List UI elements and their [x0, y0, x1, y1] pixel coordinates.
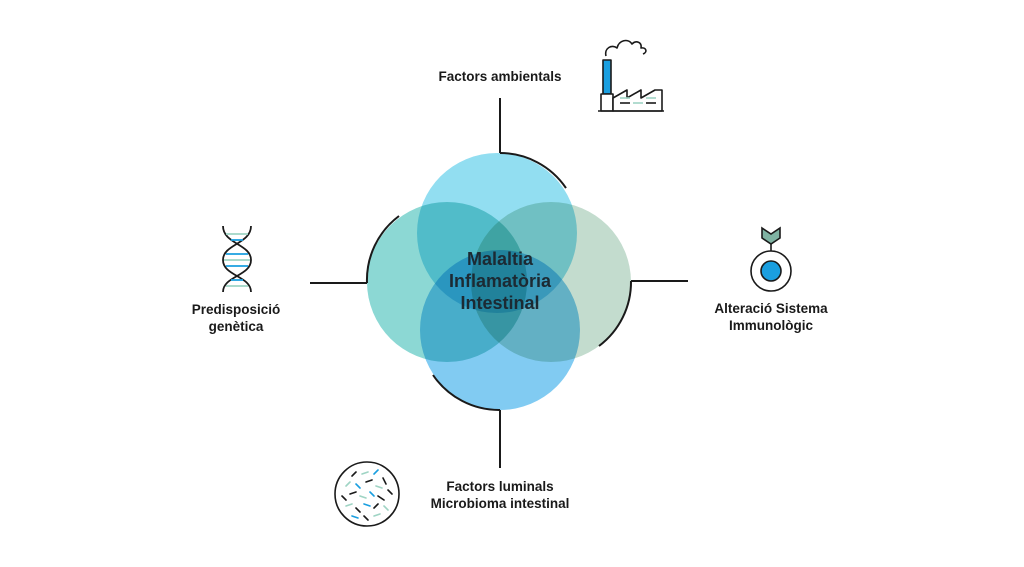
- arc-top: [499, 152, 567, 189]
- label-genetic: Predisposició genètica: [166, 301, 306, 335]
- label-genetic-line2: genètica: [208, 319, 264, 334]
- arc-left: [365, 215, 400, 284]
- label-environmental-text: Factors ambientals: [438, 69, 562, 84]
- outer-arcs: [365, 152, 633, 412]
- venn-circles: [367, 153, 631, 410]
- factory-icon: [598, 39, 664, 112]
- arc-bottom: [432, 374, 501, 412]
- center-title-line1: Malaltia: [466, 249, 534, 269]
- label-immune-line1: Alteració Sistema: [714, 301, 828, 316]
- center-title-line3: Intestinal: [460, 293, 540, 313]
- connector-lines: [310, 98, 688, 468]
- circle-luminal: [420, 250, 580, 410]
- label-environmental: Factors ambientals: [400, 68, 600, 85]
- label-genetic-line1: Predisposició: [191, 302, 281, 317]
- label-immune: Alteració Sistema Immunològic: [696, 300, 846, 334]
- label-luminal-line2: Microbioma intestinal: [430, 496, 570, 511]
- label-immune-line2: Immunològic: [729, 318, 813, 333]
- label-luminal: Factors luminals Microbioma intestinal: [410, 478, 590, 512]
- microbiome-icon: [334, 461, 400, 527]
- center-title: Malaltia Inflamatòria Intestinal: [400, 248, 600, 314]
- arc-right: [598, 280, 633, 347]
- center-title-line2: Inflamatòria: [448, 271, 552, 291]
- label-luminal-line1: Factors luminals: [446, 479, 554, 494]
- immune-cell-icon: [750, 226, 792, 292]
- dna-icon: [222, 225, 252, 293]
